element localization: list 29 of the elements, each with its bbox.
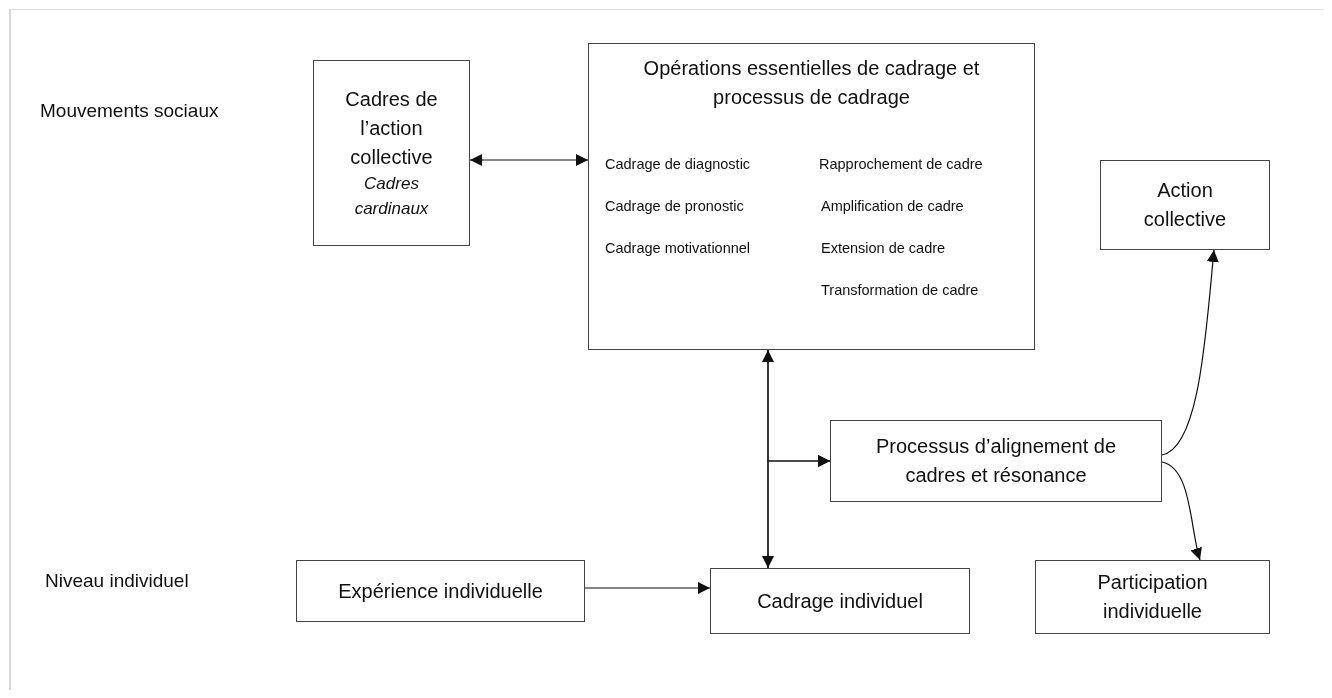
box-title: Participation individuelle xyxy=(1096,570,1209,624)
box-title: Opérations essentielles de cadrage et processus de cadrage xyxy=(642,56,981,110)
subtitle: Cadres cardinaux xyxy=(353,172,430,220)
process-box xyxy=(588,43,1035,350)
list-item: Extension de cadre xyxy=(821,240,946,256)
arrow xyxy=(584,582,711,594)
box-title: Expérience individuelle xyxy=(338,578,543,604)
arrow xyxy=(1161,461,1203,561)
list-item: Cadrage de pronostic xyxy=(605,198,744,214)
process-box xyxy=(1100,160,1270,250)
list-item: Cadrage motivationnel xyxy=(605,240,751,256)
box-title: Cadrage individuel xyxy=(757,588,923,614)
level-label: Mouvements sociaux xyxy=(40,100,219,122)
box-title: Cadres de l’action collective xyxy=(344,86,439,170)
list-item: Cadrage de diagnostic xyxy=(605,156,751,172)
box-title: Action collective xyxy=(1142,178,1228,232)
process-box xyxy=(1035,560,1270,634)
arrow xyxy=(469,154,589,166)
arrow xyxy=(767,455,831,569)
process-box xyxy=(313,60,470,246)
process-box xyxy=(296,560,585,622)
level-label: Niveau individuel xyxy=(45,570,189,592)
arrow xyxy=(1161,249,1219,456)
list-item: Transformation de cadre xyxy=(821,282,979,298)
list-item: Amplification de cadre xyxy=(821,198,964,214)
process-box xyxy=(830,420,1162,502)
box-title: Processus d’alignement de cadres et résonance xyxy=(874,434,1118,488)
list-item: Rapprochement de cadre xyxy=(819,156,983,172)
process-box xyxy=(710,568,970,634)
